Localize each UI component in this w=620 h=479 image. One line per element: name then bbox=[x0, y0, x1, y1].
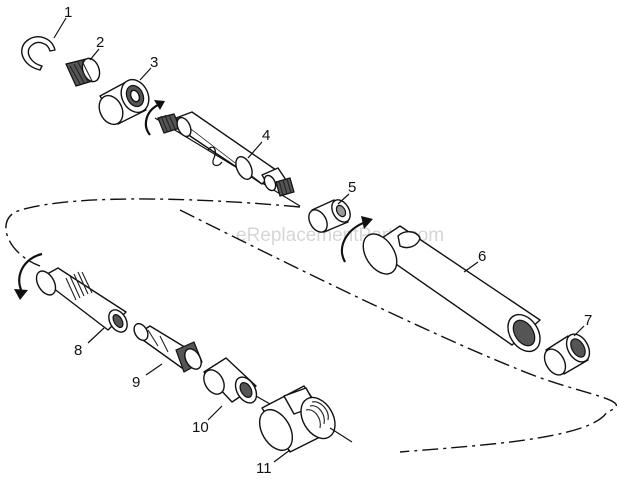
part-5-sleeve bbox=[308, 199, 351, 233]
part-9-collet bbox=[133, 322, 203, 373]
part-4-shaft bbox=[154, 111, 301, 207]
part-10-sleeve bbox=[203, 357, 271, 405]
callout-8: 8 bbox=[74, 342, 82, 359]
part-8-spindle bbox=[35, 267, 128, 333]
leader-lines bbox=[53, 17, 585, 463]
rotation-arrow-middle bbox=[340, 216, 373, 263]
callout-4: 4 bbox=[262, 127, 270, 144]
part-11-nut bbox=[258, 385, 353, 453]
rotation-arrow-top bbox=[144, 100, 165, 136]
assembly-path bbox=[5, 198, 617, 453]
part-6-housing bbox=[362, 225, 541, 353]
part-2-collet bbox=[65, 57, 101, 87]
callout-10: 10 bbox=[192, 419, 209, 436]
part-7-needle-bearing bbox=[543, 333, 591, 376]
callout-7: 7 bbox=[584, 312, 592, 329]
callout-2: 2 bbox=[96, 34, 104, 51]
callout-3: 3 bbox=[150, 54, 158, 71]
part-3-bearing bbox=[98, 78, 150, 126]
callout-9: 9 bbox=[132, 374, 140, 391]
callout-11: 11 bbox=[256, 460, 272, 477]
callout-5: 5 bbox=[348, 179, 356, 196]
part-1-snap-ring bbox=[21, 36, 56, 71]
callout-6: 6 bbox=[478, 248, 486, 265]
callout-1: 1 bbox=[64, 4, 72, 21]
rotation-arrow-left bbox=[14, 252, 43, 300]
